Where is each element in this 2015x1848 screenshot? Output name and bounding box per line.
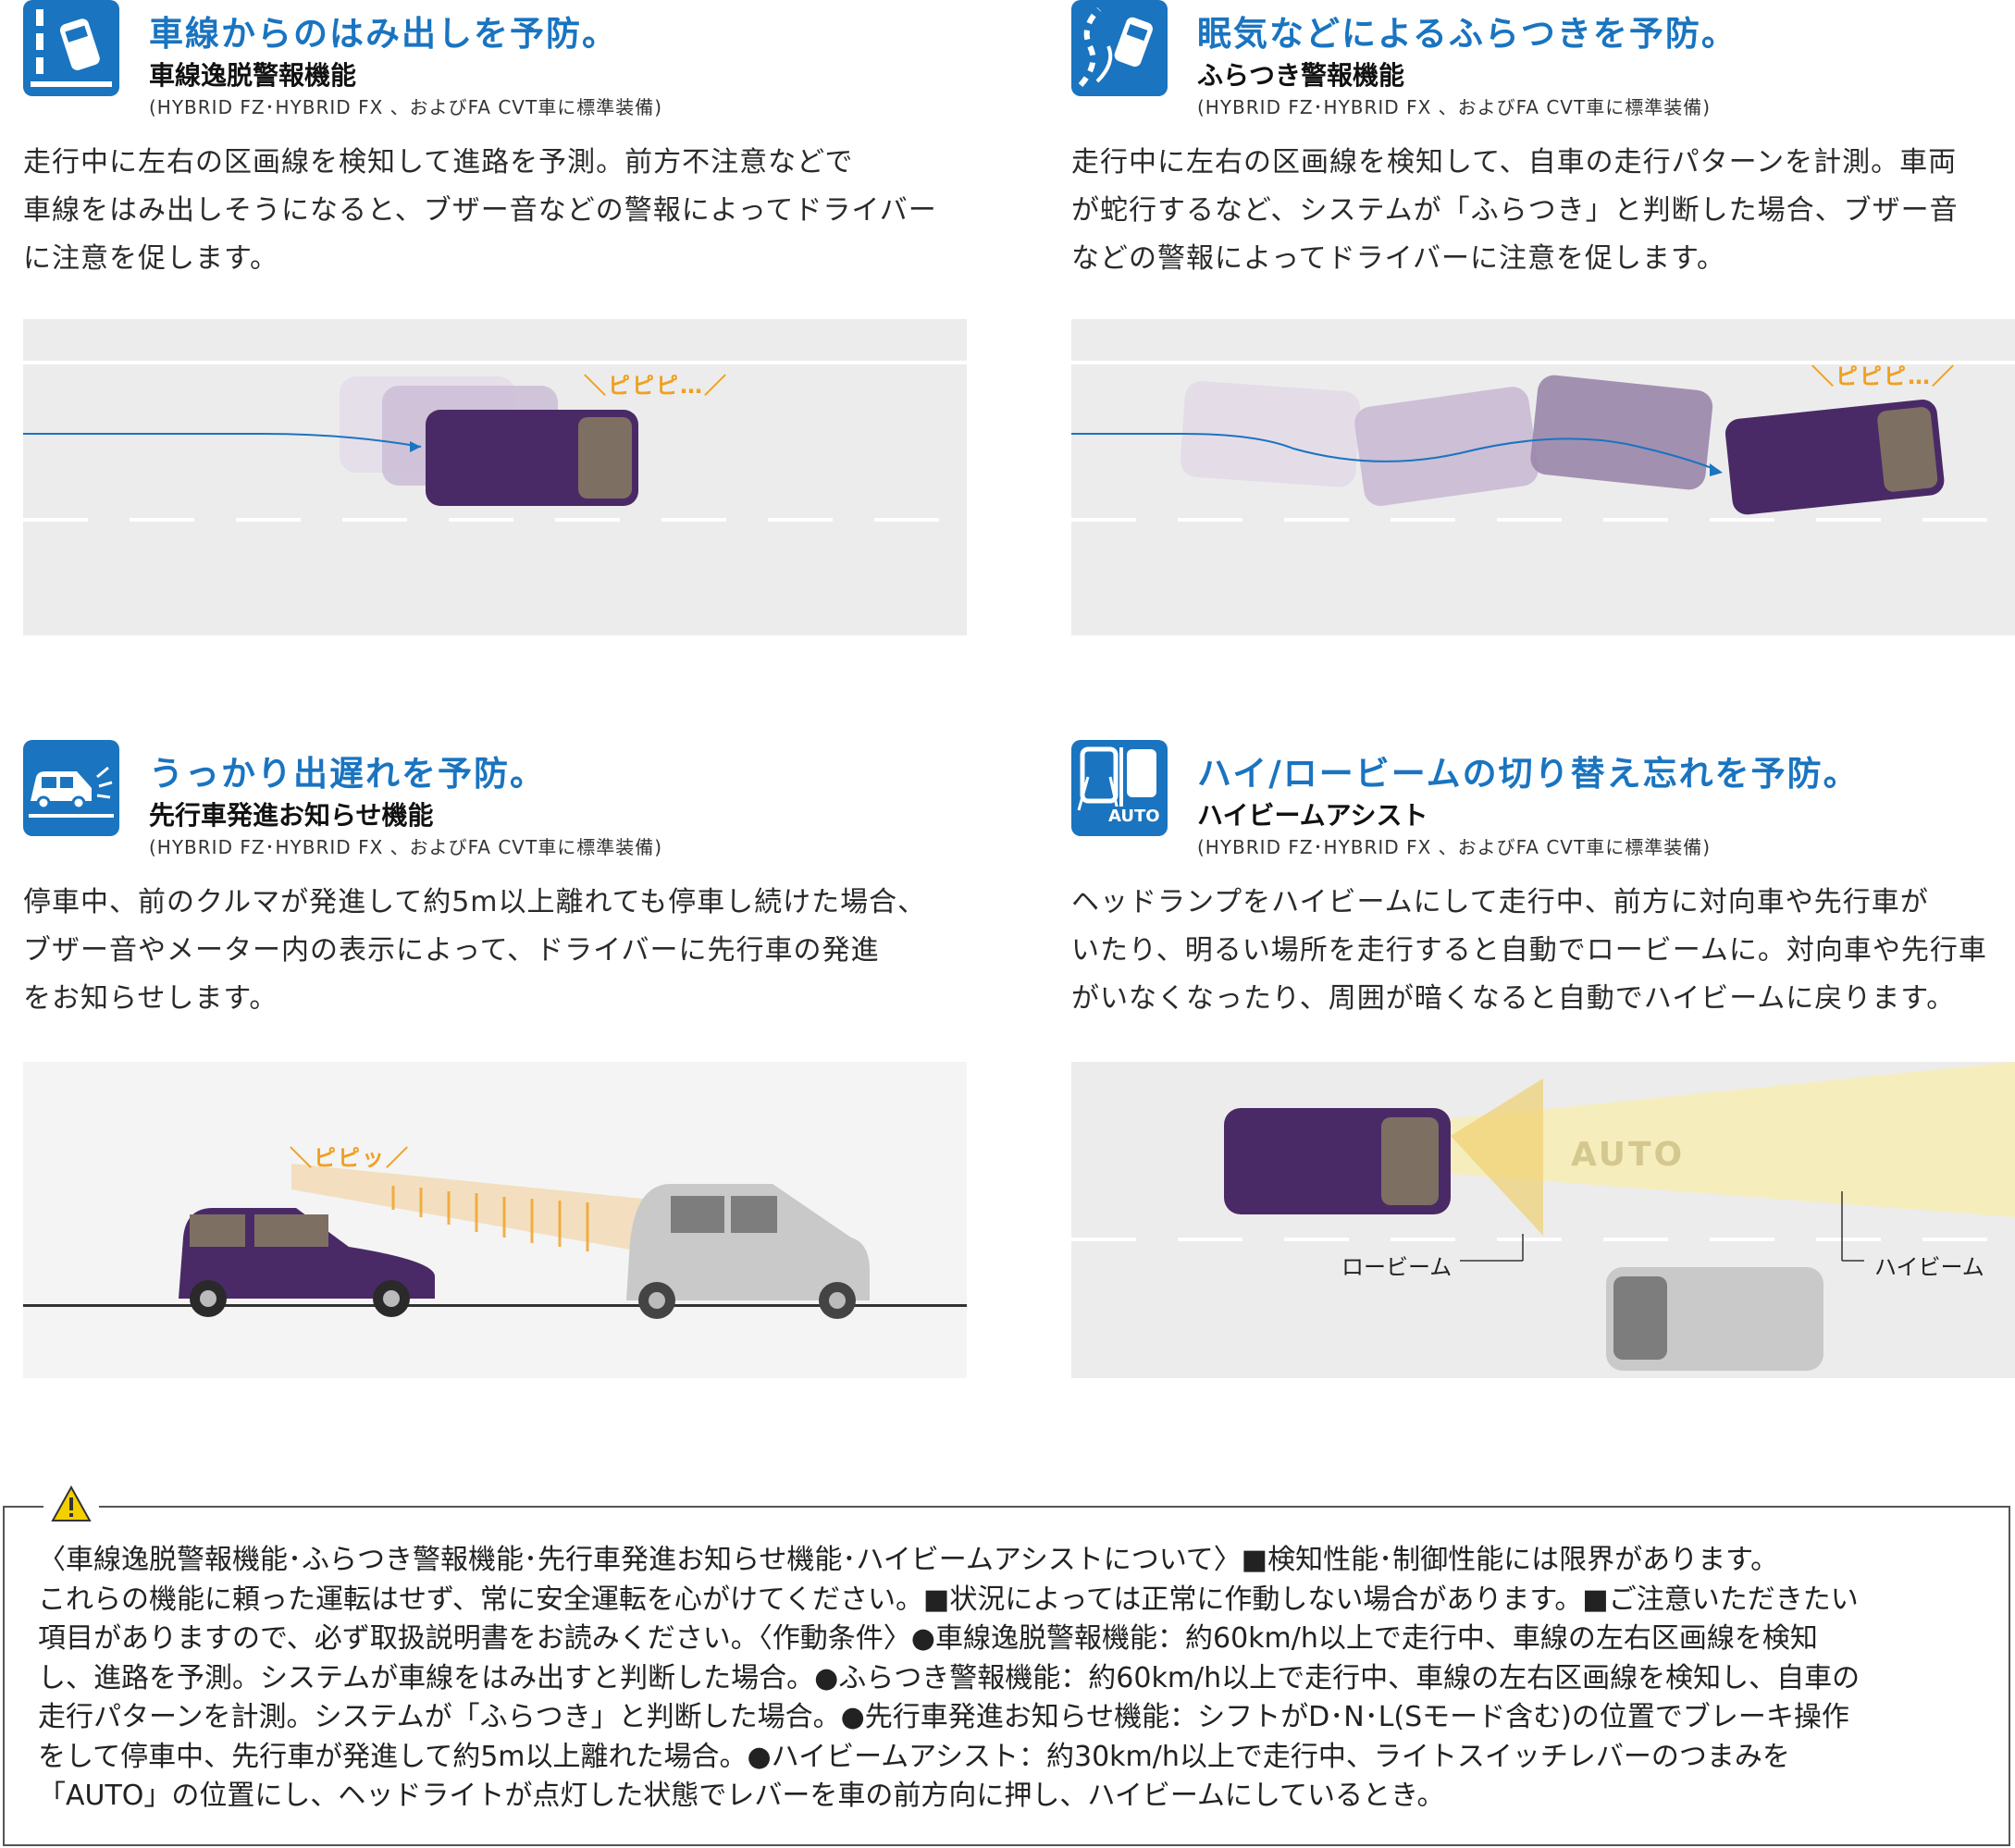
description-line: がいなくなったり、周囲が暗くなると自動でハイビームに戻ります。 <box>1071 982 1956 1015</box>
description-line: が蛇行するなど、システムが「ふらつき」と判断した場合、ブザー音 <box>1071 194 1959 227</box>
auto-label: AUTO <box>1571 1136 1686 1174</box>
description-line: ヘッドランプをハイビームにして走行中、前方に対向車や先行車が <box>1071 886 1929 918</box>
description-line: 車線をはみ出しそうになると、ブザー音などの警報によってドライバー <box>23 194 937 227</box>
caution-text: 〈車線逸脱警報機能･ふらつき警報機能･先行車発進お知らせ機能･ハイビームアシスト… <box>38 1541 1999 1817</box>
caution-line: 走行パターンを計測。システムが「ふらつき」と判断した場合。●先行車発進お知らせ機… <box>38 1701 1849 1733</box>
feature-availability: (HYBRID FZ･HYBRID FX 、およびFA CVT車に標準装備) <box>149 96 663 118</box>
feature-heading: うっかり出遅れを予防。 <box>149 754 546 794</box>
description-line: 停車中、前のクルマが発進して約5m以上離れても停車し続けた場合、 <box>23 886 927 918</box>
feature-description: ヘッドランプをハイビームにして走行中、前方に対向車や先行車が いたり、明るい場所… <box>1071 879 2015 1023</box>
feature-availability: (HYBRID FZ･HYBRID FX 、およびFA CVT車に標準装備) <box>1197 836 1712 858</box>
weaving-warning-icon <box>1071 0 1168 96</box>
description-line: ブザー音やメーター内の表示によって、ドライバーに先行車の発進 <box>23 934 880 967</box>
feature-heading: 眠気などによるふらつきを予防。 <box>1197 14 1737 54</box>
caution-line: 「AUTO」の位置にし、ヘッドライトが点灯した状態でレバーを車の前方向に押し、ハ… <box>38 1780 1445 1812</box>
leading-car-illustration: ＼ピピッ／ <box>23 1062 967 1378</box>
description-line: いたり、明るい場所を走行すると自動でロービームに。対向車や先行車 <box>1071 934 1987 967</box>
feature-subheading: 先行車発進お知らせ機能 <box>149 800 434 831</box>
feature-availability: (HYBRID FZ･HYBRID FX 、およびFA CVT車に標準装備) <box>1197 96 1712 118</box>
description-line: をお知らせします。 <box>23 982 278 1015</box>
lane-departure-icon <box>23 0 119 96</box>
leading-car-start-icon <box>23 740 119 836</box>
caution-line: をして停車中、先行車が発進して約5m以上離れた場合。●ハイビームアシスト：約30… <box>38 1740 1790 1773</box>
feature-description: 停車中、前のクルマが発進して約5m以上離れても停車し続けた場合、 ブザー音やメー… <box>23 879 971 1023</box>
warning-triangle-icon <box>43 1478 99 1530</box>
beep-label: ＼ピピピ…／ <box>1811 363 1956 389</box>
feature-subheading: 車線逸脱警報機能 <box>149 60 357 91</box>
lane-departure-illustration: ＼ピピピ…／ <box>23 319 967 635</box>
beep-label: ＼ピピッ／ <box>290 1145 410 1171</box>
feature-subheading: ふらつき警報機能 <box>1197 60 1405 91</box>
auto-badge: AUTO <box>1106 807 1162 826</box>
high-beam-illustration: AUTO ロービーム ハイビーム <box>1071 1062 2015 1378</box>
caution-line: これらの機能に頼った運転はせず、常に安全運転を心がけてください。■状況によっては… <box>38 1583 1859 1616</box>
beep-label: ＼ピピピ…／ <box>584 373 728 399</box>
description-line: に注意を促します。 <box>23 242 278 275</box>
feature-description: 走行中に左右の区画線を検知して進路を予測。前方不注意などで 車線をはみ出しそうに… <box>23 139 971 283</box>
description-line: などの警報によってドライバーに注意を促します。 <box>1071 242 1725 275</box>
caution-line: 項目がありますので、必ず取扱説明書をお読みください。〈作動条件〉●車線逸脱警報機… <box>38 1622 1818 1655</box>
high-beam-assist-icon: AUTO <box>1071 740 1168 836</box>
feature-availability: (HYBRID FZ･HYBRID FX 、およびFA CVT車に標準装備) <box>149 836 663 858</box>
caution-notice: 〈車線逸脱警報機能･ふらつき警報機能･先行車発進お知らせ機能･ハイビームアシスト… <box>3 1478 2010 1846</box>
caution-line: し、進路を予測。システムが車線をはみ出すと判断した場合。●ふらつき警報機能：約6… <box>38 1661 1860 1694</box>
feature-heading: ハイ/ロービームの切り替え忘れを予防。 <box>1197 754 1860 794</box>
weaving-illustration: ＼ピピピ…／ <box>1071 319 2015 635</box>
low-beam-label: ロービーム <box>1341 1254 1453 1280</box>
high-beam-label: ハイビーム <box>1874 1254 1984 1280</box>
feature-subheading: ハイビームアシスト <box>1197 800 1428 831</box>
caution-line: 〈車線逸脱警報機能･ふらつき警報機能･先行車発進お知らせ機能･ハイビームアシスト… <box>38 1544 1779 1576</box>
feature-heading: 車線からのはみ出しを予防。 <box>149 14 618 54</box>
description-line: 走行中に左右の区画線を検知して、自車の走行パターンを計測。車両 <box>1071 146 1958 179</box>
feature-description: 走行中に左右の区画線を検知して、自車の走行パターンを計測。車両 が蛇行するなど、… <box>1071 139 2015 283</box>
description-line: 走行中に左右の区画線を検知して進路を予測。前方不注意などで <box>23 146 854 179</box>
